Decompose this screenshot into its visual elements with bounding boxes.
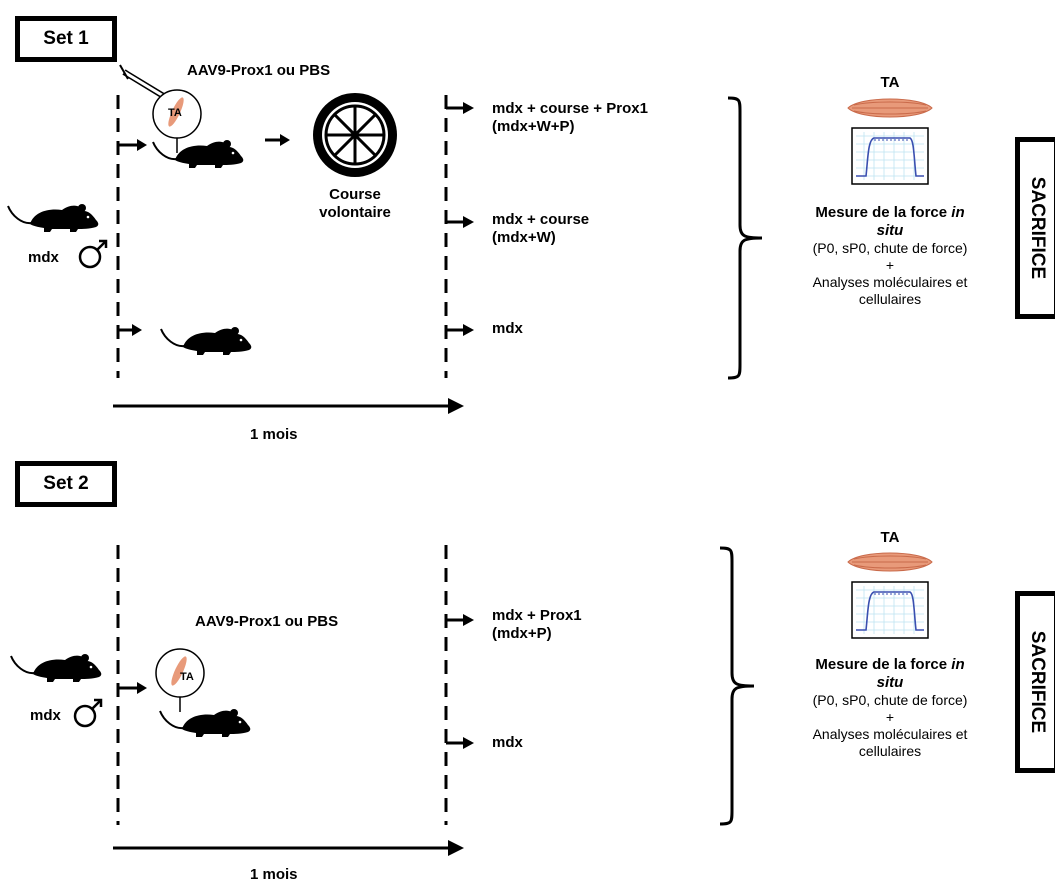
set1-sacrifice-box: SACRIFICE — [1015, 137, 1055, 319]
set2-label: Set 2 — [43, 473, 89, 494]
set2-ta-muscle-circle — [155, 648, 205, 712]
set1-outcome-title: Mesure de la force — [815, 204, 952, 221]
set2-injection-label: AAV9-Prox1 ou PBS — [195, 613, 339, 630]
set1-timeline-arrow — [113, 398, 464, 414]
set1-group-2-line2: (mdx+W) — [492, 229, 556, 246]
mouse-icon — [10, 653, 103, 683]
set1-duration: 1 mois — [250, 426, 298, 443]
set1-arrow-w-p — [118, 139, 147, 151]
set1-mouse-label: mdx — [28, 249, 59, 266]
set1-group-3-line1: mdx — [492, 320, 523, 337]
set2-outcome-analyses-1: Analyses moléculaires et — [812, 726, 968, 742]
set2-duration: 1 mois — [250, 866, 298, 883]
set1-outcome-text: Mesure de la force in situ (P0, sP0, chu… — [813, 204, 968, 308]
set1-outcome-title-italic-a: in — [951, 204, 965, 221]
force-trace-icon — [851, 581, 929, 639]
male-symbol-icon — [73, 698, 103, 728]
set1-label-box: Set 1 — [15, 16, 117, 62]
set2-ta-tag: TA — [180, 671, 194, 683]
set2-outcome-title: Mesure de la force — [815, 656, 952, 673]
running-wheel-icon — [313, 93, 397, 177]
force-trace-icon — [851, 127, 929, 185]
set1-outcome-plus: + — [885, 257, 895, 273]
set1-ta-muscle-circle — [152, 89, 202, 153]
set1-injection-label: AAV9-Prox1 ou PBS — [187, 62, 331, 79]
mouse-icon — [7, 203, 100, 233]
set2-outcome-params: (P0, sP0, chute de force) — [812, 692, 968, 708]
set2-group-1-line2: (mdx+P) — [492, 625, 552, 642]
set2-timeline-arrow — [113, 840, 464, 856]
muscle-icon — [847, 98, 933, 118]
set2-sacrifice-label: SACRIFICE — [1027, 630, 1048, 734]
set2-mouse-label: mdx — [30, 707, 61, 724]
wheel-label-line1: Course — [329, 186, 381, 203]
male-symbol-icon — [78, 239, 108, 269]
set2-bracket — [719, 546, 755, 826]
set1-label: Set 1 — [43, 28, 89, 49]
mouse-icon — [159, 708, 252, 738]
set2-outcome-analyses-2: cellulaires — [858, 743, 922, 759]
set2-group-1-line1: mdx + Prox1 — [492, 607, 582, 624]
set1-group-1-line2: (mdx+W+P) — [492, 118, 575, 135]
set1-outcome-muscle: TA — [880, 74, 900, 91]
set2-arrow-in — [118, 682, 147, 694]
set1-exit-arrow-3 — [446, 324, 474, 336]
set2-label-box: Set 2 — [15, 461, 117, 507]
wheel-label-line2: volontaire — [319, 204, 391, 221]
set1-sacrifice-label: SACRIFICE — [1027, 176, 1048, 280]
set1-group-2-line1: mdx + course — [492, 211, 590, 228]
set1-exit-arrow-1 — [446, 102, 474, 114]
set1-outcome-title-italic-b: situ — [876, 222, 904, 239]
set1-ta-tag: TA — [168, 107, 182, 119]
set1-exit-arrow-2 — [446, 216, 474, 228]
set2-outcome-title-italic-b: situ — [876, 674, 904, 691]
set1-group-1-line1: mdx + course + Prox1 — [492, 100, 648, 117]
set2-group-2-line1: mdx — [492, 734, 523, 751]
set1-arrow-mdx — [118, 324, 142, 336]
set2-exit-arrow-1 — [446, 614, 474, 626]
mouse-icon — [160, 326, 253, 356]
set1-outcome-analyses-2: cellulaires — [858, 291, 922, 307]
muscle-icon — [847, 552, 933, 572]
set2-outcome-plus: + — [885, 709, 895, 725]
set1-outcome-params: (P0, sP0, chute de force) — [812, 240, 968, 256]
set2-exit-arrow-2 — [446, 737, 474, 749]
set2-outcome-title-italic-a: in — [951, 656, 965, 673]
set2-outcome-text: Mesure de la force in situ (P0, sP0, chu… — [813, 656, 968, 760]
set2-outcome-muscle: TA — [880, 529, 900, 546]
mouse-icon — [152, 139, 245, 169]
set1-bracket — [727, 96, 763, 380]
set1-arrow-to-wheel — [265, 134, 290, 146]
set1-outcome-analyses-1: Analyses moléculaires et — [812, 274, 968, 290]
set2-sacrifice-box: SACRIFICE — [1015, 591, 1055, 773]
